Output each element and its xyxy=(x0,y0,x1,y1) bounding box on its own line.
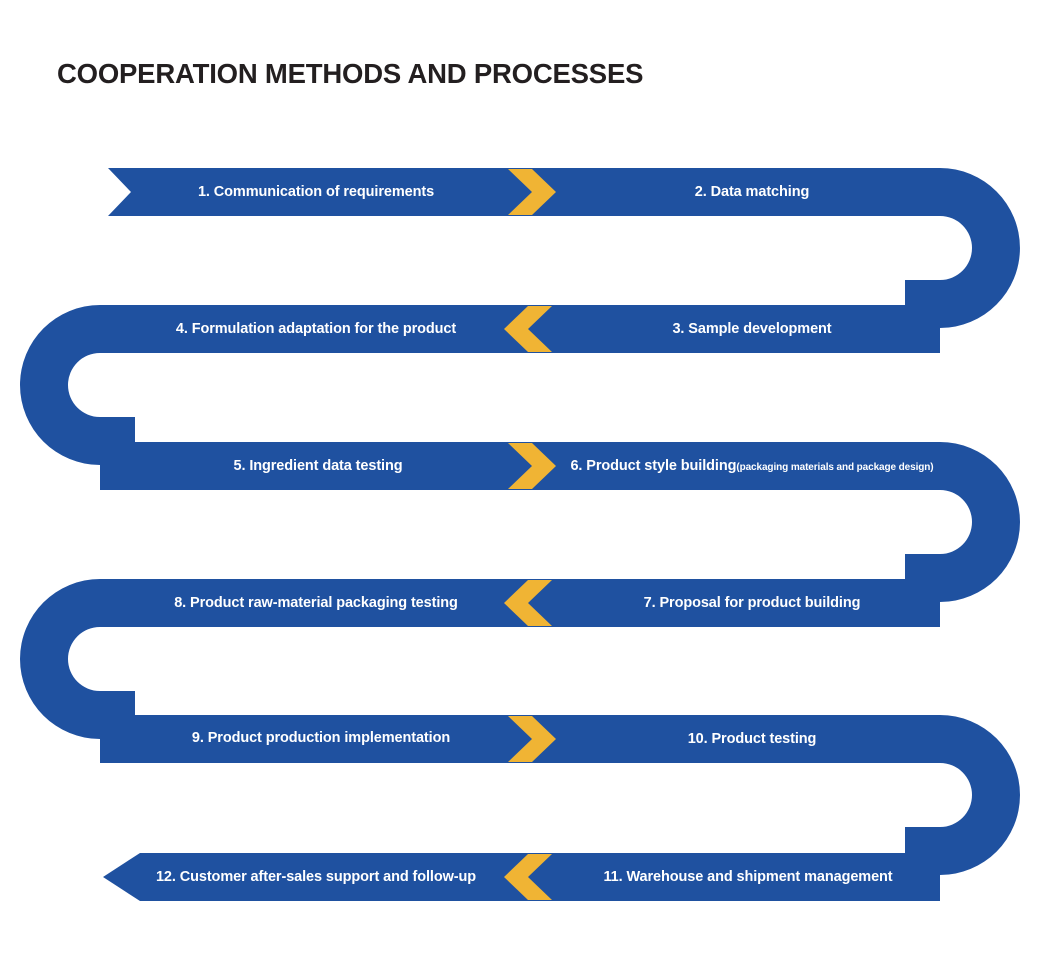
flow-connectors xyxy=(504,169,556,900)
chevron-left-icon-1 xyxy=(504,306,552,352)
flow-uturn-right-3 xyxy=(905,715,1020,875)
chevron-right-icon-2 xyxy=(508,443,556,489)
flow-end-arrowhead-icon xyxy=(103,853,140,901)
flow-uturn-right-1 xyxy=(905,168,1020,328)
page-title: COOPERATION METHODS AND PROCESSES xyxy=(57,58,644,89)
flow-ribbon xyxy=(20,168,1020,901)
flow-row-1-bar xyxy=(108,168,150,216)
chevron-left-icon-3 xyxy=(504,854,552,900)
flow-uturn-right-2 xyxy=(905,442,1020,602)
flow-uturn-left-2 xyxy=(20,579,135,739)
chevron-left-icon-2 xyxy=(504,580,552,626)
chevron-right-icon-3 xyxy=(508,716,556,762)
flow-uturn-left-1 xyxy=(20,305,135,465)
chevron-right-icon-1 xyxy=(508,169,556,215)
